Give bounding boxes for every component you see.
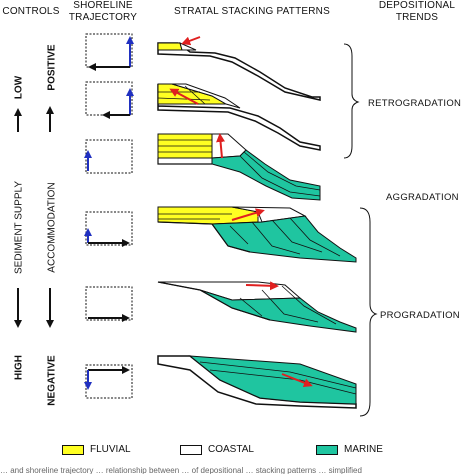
header-shoreline-line2: TRAJECTORY (68, 12, 138, 23)
header-trends-line2: TRENDS (395, 12, 439, 23)
header-depositional-trends: DEPOSITIONAL TRENDS (360, 0, 474, 24)
trend-progradation: PROGRADATION (380, 310, 460, 321)
header-shoreline-line1: SHORELINE (73, 0, 133, 11)
legend-marine-swatch (316, 444, 338, 455)
brace-retrogradation (343, 43, 360, 159)
brace-progradation (359, 207, 378, 417)
legend-coastal-label: COASTAL (208, 444, 254, 455)
legend-fluvial: FLUVIAL (62, 444, 131, 455)
trend-retrogradation: RETROGRADATION (368, 98, 462, 109)
trajectory-box-4 (84, 211, 133, 247)
caption-text: … and shoreline trajectory … relationshi… (0, 466, 362, 474)
trajectory-box-3 (84, 139, 133, 174)
shoreline-arrow-icon (245, 281, 279, 291)
trajectory-box-6 (84, 364, 133, 399)
stacking-panel-6 (157, 355, 357, 409)
legend-marine: MARINE (316, 444, 383, 455)
shoreline-arrow-icon (231, 208, 265, 221)
stacking-panel-2 (157, 83, 321, 151)
shoreline-arrow-icon (216, 133, 226, 159)
header-stacking-patterns: STRATAL STACKING PATTERNS (174, 6, 330, 17)
shoreline-arrow-icon (181, 36, 201, 46)
header-shoreline: SHORELINE TRAJECTORY (68, 0, 138, 24)
trajectory-box-5 (85, 286, 133, 322)
legend-marine-label: MARINE (344, 444, 383, 455)
stacking-panel-3 (157, 133, 321, 201)
legend-fluvial-swatch (62, 444, 84, 455)
trajectory-box-1 (85, 33, 134, 71)
shoreline-arrow-icon (281, 373, 313, 387)
legend-coastal: COASTAL (180, 444, 254, 455)
trajectory-box-2 (85, 81, 134, 119)
header-controls: CONTROLS (2, 6, 60, 17)
stacking-panel-1 (157, 36, 321, 101)
shoreline-arrow-icon (169, 88, 199, 105)
legend-coastal-swatch (180, 444, 202, 455)
legend-fluvial-label: FLUVIAL (90, 444, 131, 455)
header-trends-line1: DEPOSITIONAL (378, 0, 456, 11)
stacking-panel-4 (157, 206, 357, 263)
stacking-panel-5 (157, 281, 357, 333)
trend-aggradation: AGGRADATION (386, 192, 459, 203)
